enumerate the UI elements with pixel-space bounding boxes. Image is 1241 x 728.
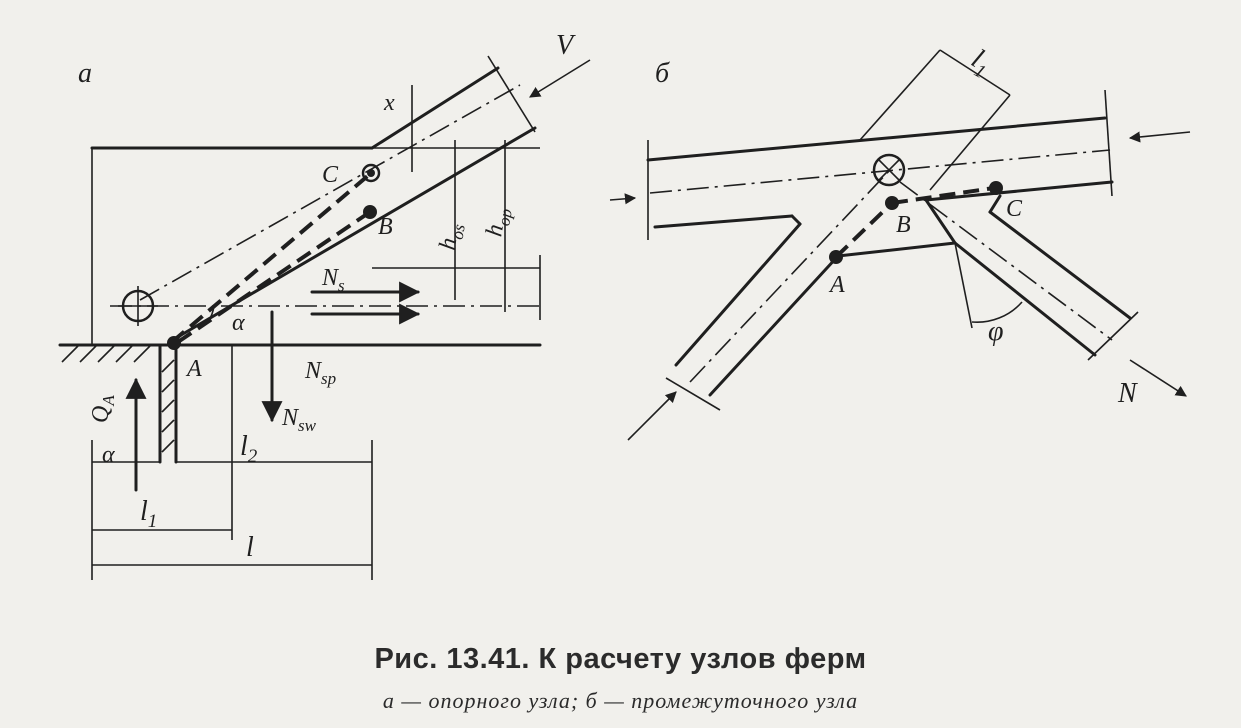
- label-B: B: [378, 214, 393, 240]
- label-N: N: [1117, 378, 1138, 409]
- figure-caption-subtitle: а — опорного узла; б — промежуточного уз…: [382, 688, 859, 713]
- label-A-b: A: [828, 272, 845, 298]
- label-alpha-angle: α: [232, 310, 245, 336]
- label-QA: QA: [88, 395, 118, 423]
- panel-b: б N: [609, 43, 1191, 441]
- panel-b-tag: б: [655, 58, 670, 89]
- label-l1: l1: [140, 496, 157, 532]
- label-Nsw: Nsw: [281, 405, 317, 435]
- label-C: C: [322, 162, 339, 188]
- label-h-os: hos: [435, 220, 469, 252]
- label-alpha-bottom: α: [102, 442, 115, 468]
- label-A: A: [185, 356, 202, 382]
- label-B-b: B: [896, 212, 911, 238]
- label-Ns: Ns: [321, 265, 345, 295]
- panel-a-tag: а: [78, 58, 92, 89]
- figure-caption-title: Рис. 13.41. К расчету узлов ферм: [374, 643, 867, 675]
- label-Nsp: Nsp: [304, 358, 336, 388]
- label-l2: l2: [240, 431, 258, 467]
- label-phi: φ: [988, 316, 1004, 347]
- panel-a: а V: [58, 30, 591, 580]
- label-C-b: C: [1006, 196, 1023, 222]
- label-x: x: [383, 90, 395, 116]
- label-V: V: [556, 30, 576, 61]
- label-h-op: hop: [481, 205, 516, 239]
- label-l1-b: l1: [964, 43, 997, 83]
- label-l: l: [246, 532, 254, 563]
